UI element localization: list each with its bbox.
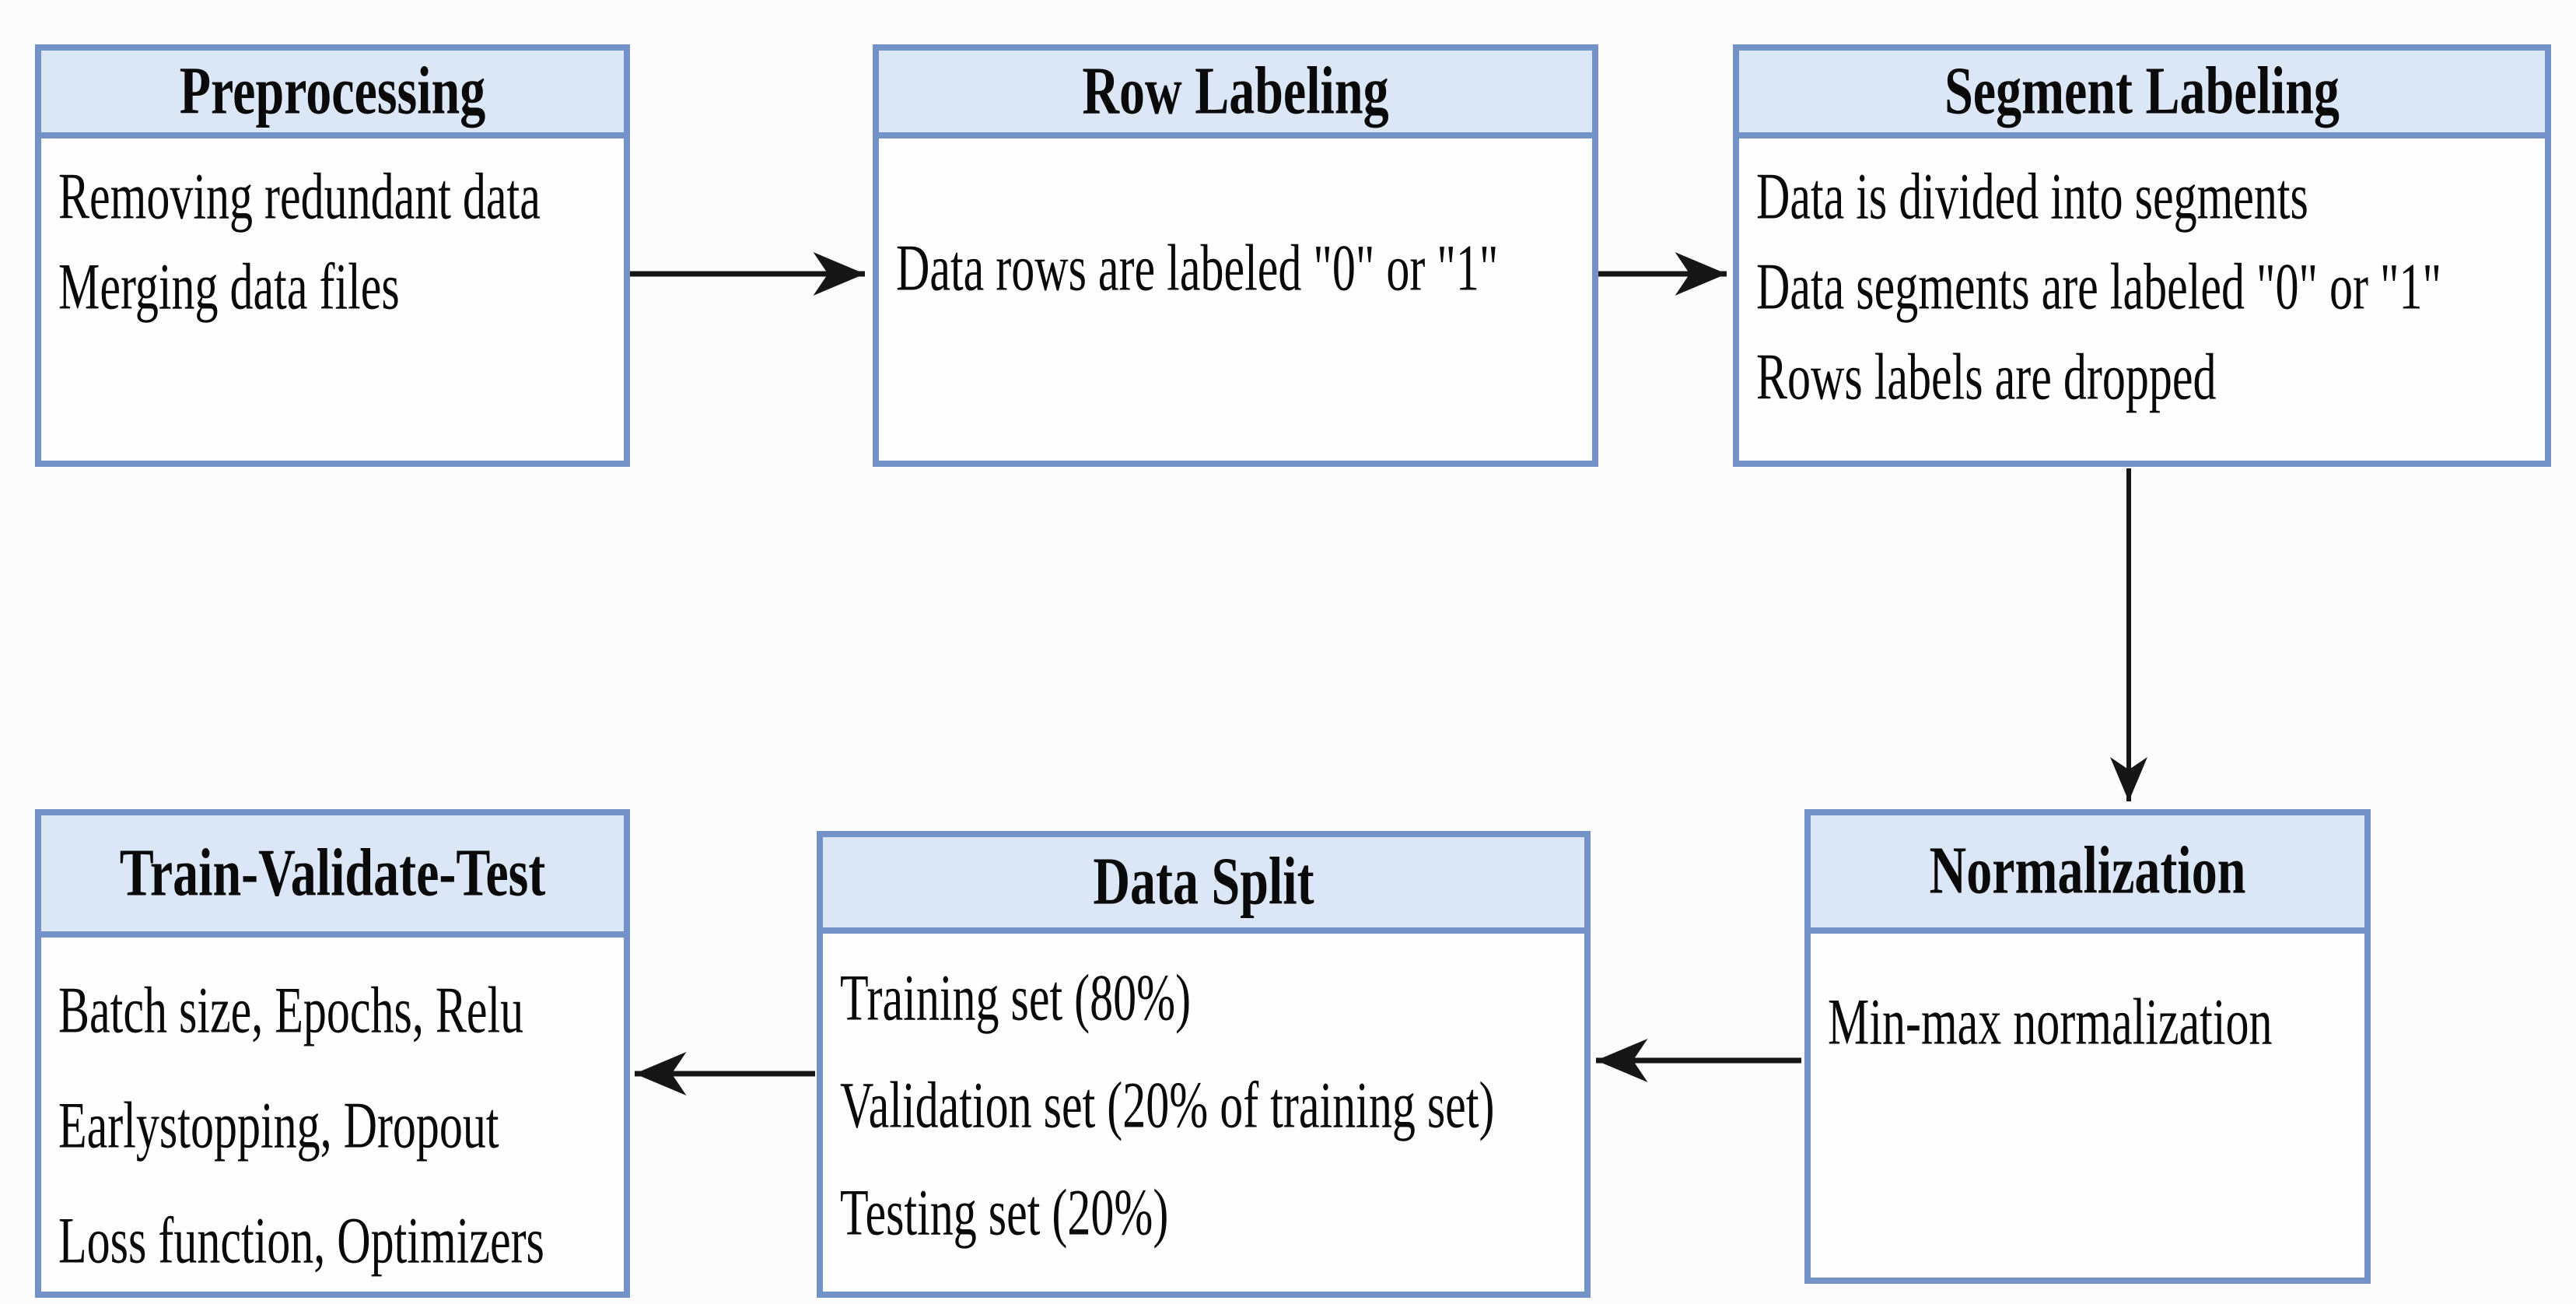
body-line: Rows labels are dropped bbox=[1756, 340, 2217, 413]
body-line: Removing redundant data bbox=[58, 159, 541, 233]
body-line: Batch size, Epochs, Relu bbox=[58, 973, 524, 1046]
body-line: Merging data files bbox=[58, 250, 400, 323]
flow-box-train-validate-test: Train-Validate-Test Batch size, Epochs, … bbox=[35, 809, 630, 1298]
box-title: Preprocessing bbox=[179, 53, 486, 129]
box-header-row-labeling: Row Labeling bbox=[879, 51, 1592, 138]
flow-box-data-split: Data Split Training set (80%) Validation … bbox=[817, 831, 1591, 1298]
box-body-normalization: Min-max normalization bbox=[1811, 934, 2364, 1076]
box-header-data-split: Data Split bbox=[823, 837, 1584, 934]
body-line: Training set (80%) bbox=[840, 961, 1192, 1034]
box-header-preprocessing: Preprocessing bbox=[41, 51, 624, 138]
body-line: Testing set (20%) bbox=[840, 1176, 1169, 1249]
box-title: Train-Validate-Test bbox=[119, 835, 546, 911]
body-line: Earlystopping, Dropout bbox=[58, 1088, 499, 1162]
box-header-normalization: Normalization bbox=[1811, 815, 2364, 934]
flow-box-normalization: Normalization Min-max normalization bbox=[1804, 809, 2371, 1284]
box-title: Data Split bbox=[1093, 844, 1314, 920]
box-header-train-validate-test: Train-Validate-Test bbox=[41, 815, 624, 938]
box-header-segment-labeling: Segment Labeling bbox=[1739, 51, 2545, 138]
box-title: Segment Labeling bbox=[1944, 53, 2340, 129]
box-title: Normalization bbox=[1929, 833, 2246, 909]
box-title: Row Labeling bbox=[1082, 53, 1389, 129]
body-line: Data is divided into segments bbox=[1756, 159, 2308, 233]
box-body-row-labeling: Data rows are labeled "0" or "1" bbox=[879, 138, 1592, 313]
body-line: Data segments are labeled "0" or "1" bbox=[1756, 250, 2441, 323]
flow-box-segment-labeling: Segment Labeling Data is divided into se… bbox=[1733, 44, 2551, 467]
flow-box-row-labeling: Row Labeling Data rows are labeled "0" o… bbox=[873, 44, 1598, 467]
box-body-data-split: Training set (80%) Validation set (20% of… bbox=[823, 934, 1584, 1266]
body-line: Min-max normalization bbox=[1828, 985, 2273, 1058]
body-line: Validation set (20% of training set) bbox=[840, 1068, 1495, 1141]
body-line: Loss function, Optimizers bbox=[58, 1204, 544, 1277]
body-line: Data rows are labeled "0" or "1" bbox=[896, 231, 1499, 304]
